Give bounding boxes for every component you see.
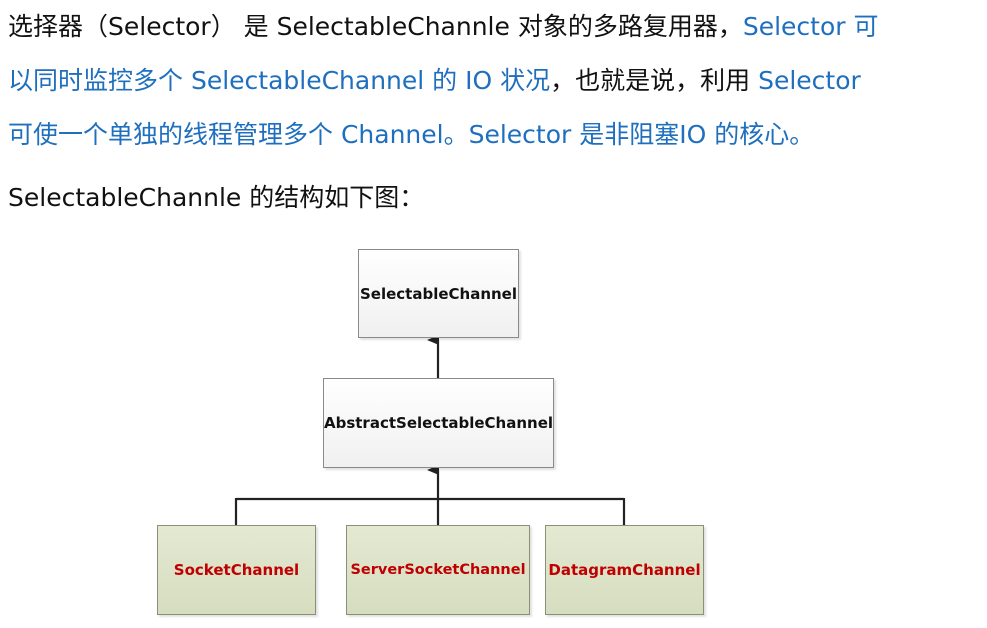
node-datagram-channel: DatagramChannel	[545, 525, 704, 615]
intro-line-3: 可使一个单独的线程管理多个 Channel。Selector 是非阻塞IO 的核…	[8, 108, 983, 162]
intro-line-2: 以同时监控多个 SelectableChannel 的 IO 状况，也就是说，利…	[8, 54, 983, 108]
intro-line-2-highlight: 以同时监控多个 SelectableChannel 的 IO 状况	[8, 66, 551, 95]
intro-line-3-highlight: 可使一个单独的线程管理多个 Channel。Selector 是非阻塞IO 的核…	[8, 120, 815, 149]
intro-line-1: 选择器（Selector） 是 SelectableChannle 对象的多路复…	[8, 0, 983, 54]
node-server-socket-channel: ServerSocketChannel	[346, 525, 530, 615]
intro-line-2-highlight-end: Selector	[758, 66, 861, 95]
structure-caption: SelectableChannle 的结构如下图：	[8, 183, 425, 212]
intro-line-1-highlight: Selector 可	[742, 12, 879, 41]
node-selectable-channel: SelectableChannel	[358, 249, 519, 338]
intro-line-1-text: 选择器（Selector） 是 SelectableChannle 对象的多路复…	[8, 12, 743, 41]
node-abstract-selectable-channel: AbstractSelectableChannel	[323, 378, 554, 468]
intro-line-2-text: ，也就是说，利用	[550, 66, 759, 95]
intro-paragraph: 选择器（Selector） 是 SelectableChannle 对象的多路复…	[8, 0, 983, 162]
node-socket-channel: SocketChannel	[157, 525, 316, 615]
